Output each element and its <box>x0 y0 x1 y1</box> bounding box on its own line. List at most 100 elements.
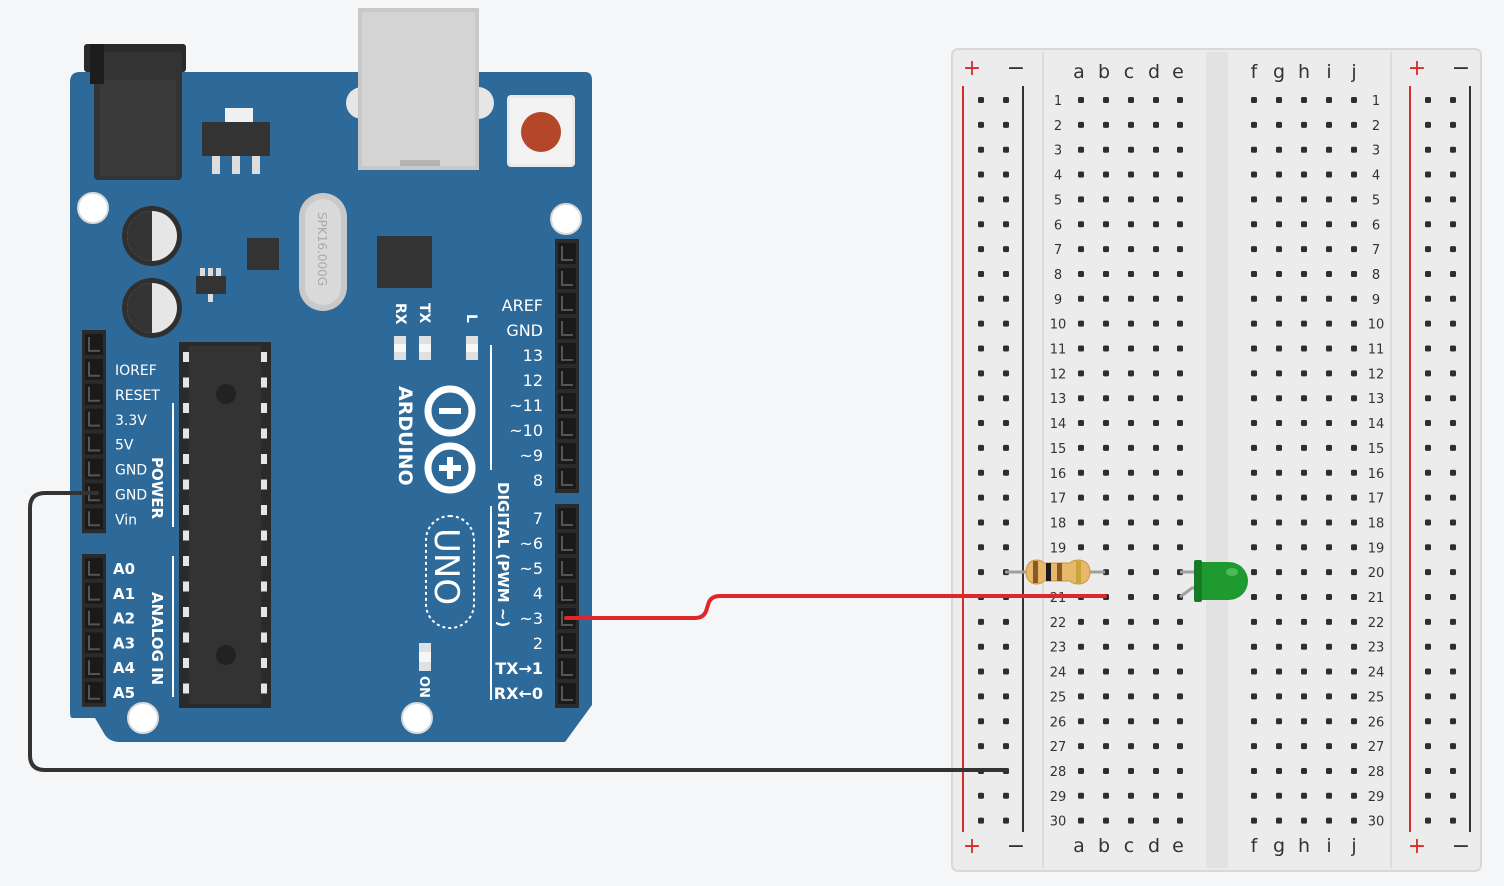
breadboard-hole[interactable] <box>1251 370 1257 377</box>
breadboard-hole[interactable] <box>978 469 984 476</box>
breadboard-hole[interactable] <box>1450 767 1456 774</box>
breadboard-hole[interactable] <box>1177 444 1183 451</box>
breadboard-hole[interactable] <box>1351 544 1357 551</box>
breadboard-hole[interactable] <box>1003 171 1009 178</box>
breadboard-hole[interactable] <box>1450 345 1456 352</box>
breadboard-hole[interactable] <box>1276 196 1282 203</box>
breadboard-hole[interactable] <box>1450 370 1456 377</box>
breadboard-hole[interactable] <box>1103 295 1109 302</box>
breadboard-hole[interactable] <box>1251 121 1257 128</box>
breadboard-hole[interactable] <box>1003 544 1009 551</box>
breadboard-hole[interactable] <box>1128 618 1134 625</box>
breadboard-hole[interactable] <box>1351 594 1357 600</box>
breadboard-hole[interactable] <box>1177 544 1183 551</box>
breadboard-hole[interactable] <box>1450 643 1456 650</box>
breadboard-hole[interactable] <box>1153 643 1159 650</box>
breadboard-hole[interactable] <box>978 817 984 824</box>
breadboard-hole[interactable] <box>978 668 984 675</box>
breadboard-hole[interactable] <box>1003 320 1009 327</box>
breadboard-hole[interactable] <box>1326 817 1332 824</box>
breadboard-hole[interactable] <box>1301 569 1307 576</box>
breadboard-hole[interactable] <box>1326 544 1332 551</box>
breadboard-hole[interactable] <box>1351 171 1357 178</box>
breadboard-hole[interactable] <box>1103 171 1109 178</box>
breadboard-hole[interactable] <box>1450 320 1456 327</box>
breadboard-hole[interactable] <box>1177 519 1183 526</box>
breadboard-hole[interactable] <box>1128 221 1134 228</box>
breadboard-hole[interactable] <box>1128 693 1134 700</box>
breadboard-hole[interactable] <box>1425 718 1431 725</box>
breadboard-hole[interactable] <box>978 519 984 526</box>
breadboard-hole[interactable] <box>1078 97 1084 103</box>
breadboard-hole[interactable] <box>1128 469 1134 476</box>
breadboard-hole[interactable] <box>1301 295 1307 302</box>
breadboard-hole[interactable] <box>1177 420 1183 427</box>
breadboard-hole[interactable] <box>1003 668 1009 675</box>
breadboard-hole[interactable] <box>1351 569 1357 576</box>
breadboard-hole[interactable] <box>1103 817 1109 824</box>
breadboard-hole[interactable] <box>1103 693 1109 700</box>
breadboard-hole[interactable] <box>1301 246 1307 253</box>
breadboard-hole[interactable] <box>1078 395 1084 402</box>
breadboard-hole[interactable] <box>1003 618 1009 625</box>
breadboard-hole[interactable] <box>1326 618 1332 625</box>
breadboard-hole[interactable] <box>1425 444 1431 451</box>
breadboard-hole[interactable] <box>1003 743 1009 750</box>
breadboard-hole[interactable] <box>1128 420 1134 427</box>
breadboard-hole[interactable] <box>1301 594 1307 600</box>
breadboard-hole[interactable] <box>1003 643 1009 650</box>
breadboard-hole[interactable] <box>1103 196 1109 203</box>
breadboard-hole[interactable] <box>1351 420 1357 427</box>
breadboard-hole[interactable] <box>1153 171 1159 178</box>
breadboard-hole[interactable] <box>1177 693 1183 700</box>
breadboard-hole[interactable] <box>1301 121 1307 128</box>
breadboard-hole[interactable] <box>1128 121 1134 128</box>
breadboard-hole[interactable] <box>1425 370 1431 377</box>
breadboard-hole[interactable] <box>1326 792 1332 799</box>
breadboard-hole[interactable] <box>1450 444 1456 451</box>
analog-header[interactable] <box>82 554 106 707</box>
breadboard-hole[interactable] <box>1153 246 1159 253</box>
breadboard-hole[interactable] <box>1177 370 1183 377</box>
breadboard-hole[interactable] <box>1078 221 1084 228</box>
breadboard-hole[interactable] <box>1450 97 1456 103</box>
breadboard-hole[interactable] <box>1153 693 1159 700</box>
breadboard-hole[interactable] <box>1351 370 1357 377</box>
breadboard-hole[interactable] <box>1078 494 1084 501</box>
breadboard-hole[interactable] <box>1351 767 1357 774</box>
breadboard-hole[interactable] <box>978 444 984 451</box>
breadboard-hole[interactable] <box>1326 221 1332 228</box>
breadboard-hole[interactable] <box>1301 718 1307 725</box>
breadboard-hole[interactable] <box>1251 171 1257 178</box>
breadboard-hole[interactable] <box>1251 618 1257 625</box>
breadboard-hole[interactable] <box>1153 345 1159 352</box>
breadboard-hole[interactable] <box>1301 444 1307 451</box>
breadboard-hole[interactable] <box>1425 817 1431 824</box>
breadboard-hole[interactable] <box>1450 718 1456 725</box>
breadboard-hole[interactable] <box>1177 718 1183 725</box>
breadboard-hole[interactable] <box>1276 320 1282 327</box>
breadboard-hole[interactable] <box>1128 817 1134 824</box>
breadboard-hole[interactable] <box>1177 494 1183 501</box>
breadboard-hole[interactable] <box>1078 444 1084 451</box>
breadboard-hole[interactable] <box>1103 618 1109 625</box>
breadboard-hole[interactable] <box>1078 295 1084 302</box>
breadboard-hole[interactable] <box>1128 370 1134 377</box>
breadboard-hole[interactable] <box>1078 519 1084 526</box>
breadboard-hole[interactable] <box>1326 246 1332 253</box>
breadboard-hole[interactable] <box>978 494 984 501</box>
breadboard-hole[interactable] <box>1450 146 1456 153</box>
breadboard-hole[interactable] <box>1153 370 1159 377</box>
breadboard-hole[interactable] <box>1003 444 1009 451</box>
breadboard-hole[interactable] <box>1326 594 1332 600</box>
breadboard-hole[interactable] <box>978 544 984 551</box>
breadboard-hole[interactable] <box>1425 420 1431 427</box>
breadboard-hole[interactable] <box>1326 97 1332 103</box>
breadboard-hole[interactable] <box>1128 718 1134 725</box>
breadboard-hole[interactable] <box>1251 97 1257 103</box>
breadboard-hole[interactable] <box>1425 469 1431 476</box>
breadboard-hole[interactable] <box>1450 171 1456 178</box>
breadboard-hole[interactable] <box>1153 817 1159 824</box>
breadboard-hole[interactable] <box>1276 121 1282 128</box>
breadboard-hole[interactable] <box>1128 668 1134 675</box>
